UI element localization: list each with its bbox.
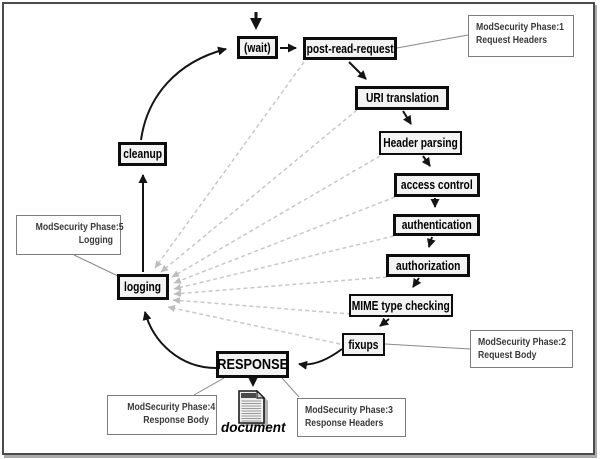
document-label: document [221, 420, 286, 435]
annotation-phase5-line1: ModSecurity Phase:5 [35, 222, 124, 233]
annotation-phase3-line2: Response Headers [305, 418, 384, 429]
node-access-control: access control [394, 173, 480, 197]
node-logging: logging [117, 274, 169, 300]
connector-phase3 [281, 377, 300, 398]
annotation-phase2-line1: ModSecurity Phase:2 [478, 337, 567, 348]
node-cleanup: cleanup [118, 142, 167, 166]
node-header-parsing: Header parsing [379, 131, 462, 155]
dashed-feedback-access-control [173, 196, 396, 284]
annotation-phase3: ModSecurity Phase:3 Response Headers [297, 398, 406, 437]
dashed-feedback-authentication [173, 235, 395, 291]
arrow-uri-translation-to-header-parsing [402, 110, 412, 125]
arrow-fixups-to-response [298, 348, 343, 370]
arrow-authorization-to-mime-type-checking [412, 277, 422, 288]
annotation-phase4-line2: Response Body [143, 415, 209, 426]
node-post-read-request: post-read-request [303, 37, 397, 60]
arrow-header-parsing-to-access-control [421, 155, 431, 167]
dashed-feedback-uri-translation [160, 109, 358, 273]
node-response: RESPONSE [216, 351, 289, 378]
node-authentication: authentication [393, 214, 480, 236]
node-fixups: fixups [342, 333, 385, 356]
annotation-phase1-line1: ModSecurity Phase:1 [476, 22, 565, 33]
node-authorization: authorization [386, 254, 470, 277]
arrow-post-read-request-to-uri-translation [348, 61, 367, 80]
dashed-feedback-header-parsing [171, 155, 381, 278]
annotation-phase1-line2: Request Headers [476, 35, 548, 46]
annotation-phase1: ModSecurity Phase:1 Request Headers [468, 15, 574, 57]
connector-phase2 [384, 343, 471, 350]
annotation-phase5-line2: Logging [78, 235, 113, 246]
document-icon [238, 390, 268, 426]
connector-phase1 [396, 34, 469, 49]
dashed-feedback-post-read-request [154, 61, 305, 269]
node-uri-translation: URI translation [355, 86, 449, 110]
node-mime-type-checking: MIME type checking [349, 294, 453, 317]
connector-phase5 [73, 254, 119, 277]
arrow-cleanup-to-wait [140, 46, 227, 141]
annotation-phase4: ModSecurity Phase:4 Response Body [107, 395, 217, 435]
annotation-phase2: ModSecurity Phase:2 Request Body [470, 330, 573, 368]
annotation-phase2-line2: Request Body [478, 350, 537, 361]
node-wait: (wait) [237, 36, 278, 59]
arrow-response-to-logging [142, 311, 217, 369]
arrow-mime-type-checking-to-fixups [379, 317, 390, 327]
dashed-feedback-authorization [173, 276, 388, 297]
dashed-feedback-fixups [167, 305, 341, 345]
annotation-phase5: ModSecurity Phase:5 Logging [16, 215, 124, 255]
annotation-phase4-line1: ModSecurity Phase:4 [127, 402, 216, 413]
arrow-authentication-to-authorization [426, 236, 436, 248]
annotation-phase3-line1: ModSecurity Phase:3 [305, 405, 394, 416]
dashed-feedback-mime-type-checking [172, 297, 352, 315]
connector-phase4 [193, 377, 225, 396]
